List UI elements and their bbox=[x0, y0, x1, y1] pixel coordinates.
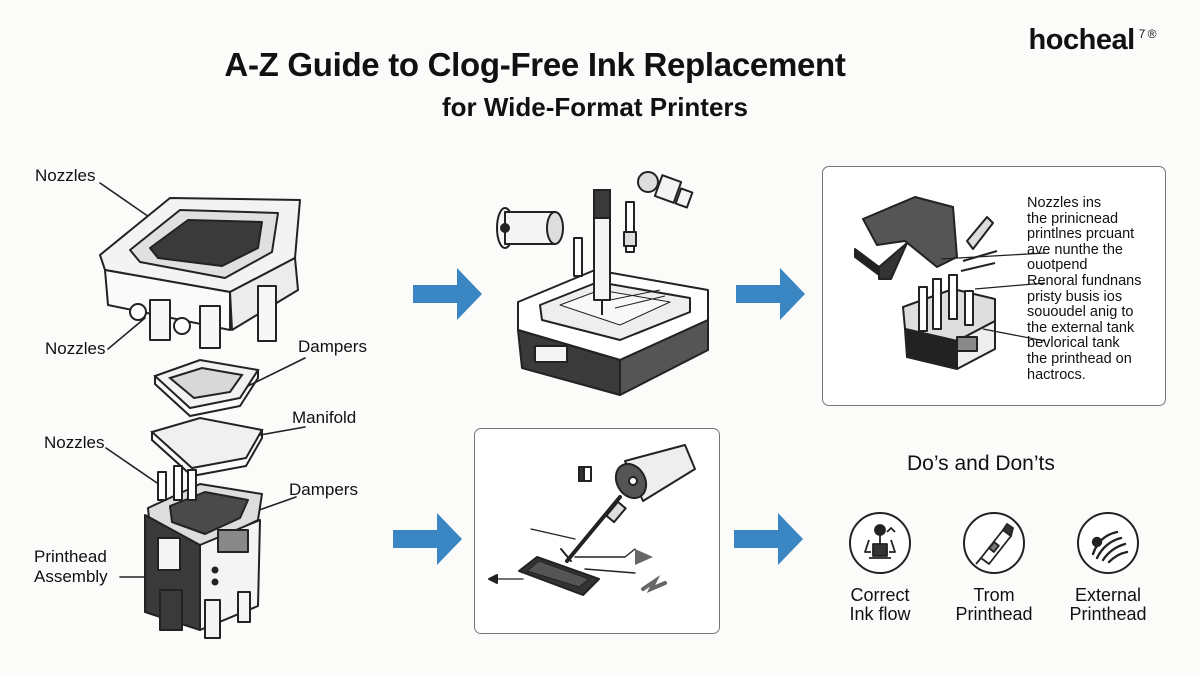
dos-donts-title: Do’s and Don’ts bbox=[907, 452, 1055, 475]
info-line: bevlorical tank bbox=[1027, 335, 1120, 352]
cleaning-panel bbox=[474, 428, 720, 634]
arrow-right-icon bbox=[736, 268, 805, 320]
info-panel: Nozzles ins the prinicnead printlnes prc… bbox=[822, 166, 1166, 406]
arrow-right-icon bbox=[734, 513, 803, 565]
page-subtitle: for Wide-Format Printers bbox=[441, 92, 749, 122]
brand-name: hocheal bbox=[1028, 24, 1136, 56]
page-title: A-Z Guide to Clog-Free Ink Replacement bbox=[224, 46, 846, 83]
info-line: Renoral fundnans bbox=[1027, 272, 1142, 289]
info-line: pristy busis ios bbox=[1027, 288, 1123, 305]
info-line: ave nunthe the bbox=[1027, 241, 1123, 258]
info-line: printlnes prcuant bbox=[1027, 226, 1135, 243]
external-flow-icon bbox=[1077, 512, 1139, 574]
arrow-right-icon bbox=[413, 268, 482, 320]
swab-cleaning-illustration bbox=[488, 444, 696, 596]
info-line: sououdel anig to bbox=[1027, 304, 1134, 321]
label-nozzles-bottom: Nozzles bbox=[44, 433, 105, 452]
info-line: the external tank bbox=[1027, 319, 1135, 336]
ink-flow-icon bbox=[849, 512, 911, 574]
label-assembly: Assembly bbox=[34, 567, 108, 586]
ink-tank-illustration bbox=[854, 196, 1046, 370]
label-nozzles-mid: Nozzles bbox=[45, 339, 106, 358]
info-line: ouotpend bbox=[1027, 257, 1088, 274]
label-dampers-top: Dampers bbox=[298, 337, 367, 356]
label-dampers-bottom: Dampers bbox=[289, 480, 358, 499]
info-line: the prinicnead bbox=[1027, 210, 1119, 227]
label-manifold: Manifold bbox=[292, 408, 357, 427]
arrow-right-icon bbox=[393, 513, 462, 565]
info-line: hactrocs. bbox=[1027, 366, 1086, 383]
brand-mark: 7 ® bbox=[1138, 27, 1157, 42]
info-line: Nozzles ins bbox=[1027, 195, 1102, 211]
printhead-pen-icon bbox=[963, 512, 1025, 574]
label-nozzles-top: Nozzles bbox=[35, 166, 96, 185]
tray-cap-illustration bbox=[496, 171, 709, 396]
exploded-printhead-illustration bbox=[99, 182, 306, 639]
info-line: the printhead on bbox=[1027, 350, 1132, 367]
label-printhead: Printhead bbox=[34, 547, 107, 566]
info-text: Nozzles ins the prinicnead printlnes prc… bbox=[1027, 195, 1142, 383]
